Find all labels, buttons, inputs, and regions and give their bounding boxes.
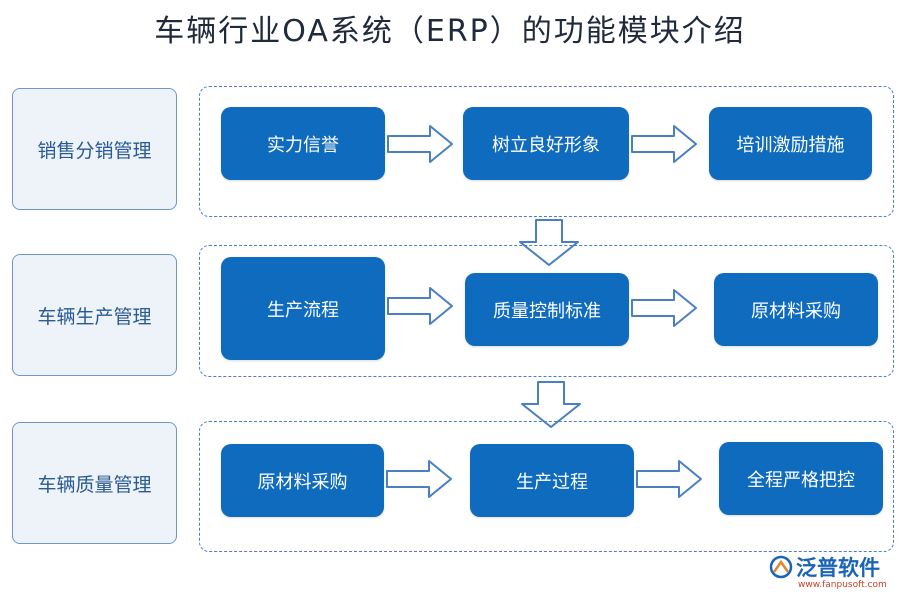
down-arrow-icon <box>521 381 581 428</box>
node-quality-2: 生产过程 <box>470 444 634 517</box>
row-label-sales: 销售分销管理 <box>12 88 177 210</box>
node-production-2: 质量控制标准 <box>465 273 629 346</box>
node-production-3: 原材料采购 <box>714 273 878 346</box>
right-arrow-icon <box>636 460 702 498</box>
logo-name: 泛普软件 <box>796 556 880 580</box>
brand-logo: 泛普软件 www.fanpusoft.com <box>768 552 894 594</box>
row-frame-quality <box>199 421 894 552</box>
row-label-production: 车辆生产管理 <box>12 254 177 376</box>
node-production-1: 生产流程 <box>221 257 385 360</box>
node-quality-3: 全程严格把控 <box>719 442 883 515</box>
right-arrow-icon <box>387 125 453 163</box>
row-label-quality: 车辆质量管理 <box>12 422 177 544</box>
node-sales-3: 培训激励措施 <box>709 107 872 180</box>
page-title: 车辆行业OA系统（ERP）的功能模块介绍 <box>154 14 746 49</box>
row-frame-sales <box>199 86 894 217</box>
down-arrow-icon <box>519 219 579 266</box>
right-arrow-icon <box>387 287 453 325</box>
logo-url: www.fanpusoft.com <box>798 580 887 590</box>
right-arrow-icon <box>386 460 452 498</box>
row-frame-production <box>199 245 894 377</box>
right-arrow-icon <box>631 289 697 327</box>
node-quality-1: 原材料采购 <box>221 444 384 517</box>
node-sales-2: 树立良好形象 <box>463 107 629 180</box>
node-sales-1: 实力信誉 <box>221 107 385 180</box>
right-arrow-icon <box>631 125 697 163</box>
logo-icon <box>769 555 793 579</box>
